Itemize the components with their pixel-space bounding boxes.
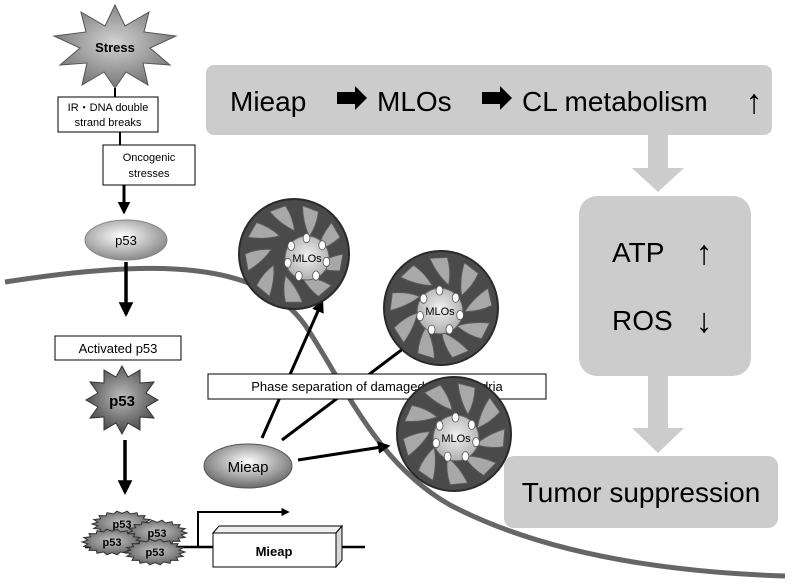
dna-break-box <box>57 96 159 133</box>
crista <box>463 287 493 313</box>
mieap-node <box>203 443 293 489</box>
activated-p53-core: p53 <box>109 393 135 410</box>
mlo-granule <box>322 256 331 267</box>
crista <box>244 248 273 272</box>
mlo-granule <box>472 437 480 448</box>
ros-label: ROS <box>612 305 673 336</box>
activated-p53-box <box>54 335 182 361</box>
pathway-up-arrow: ↑ <box>746 83 763 121</box>
mlo-granule <box>419 293 428 304</box>
crista <box>402 430 432 457</box>
ros-down-arrow: ↓ <box>696 302 713 340</box>
mlo-granule <box>461 451 470 462</box>
mitochondrion-3: MLOs <box>396 376 512 492</box>
crista <box>428 256 451 287</box>
pathway-step-mieap: Mieap <box>230 86 306 117</box>
p53-cluster: p53 p53 p53 p53 <box>80 510 189 566</box>
outcome-panel <box>504 456 778 528</box>
arrow-mieap-mito3 <box>297 441 391 462</box>
p53-label: p53 <box>115 233 137 248</box>
mlo-granule <box>467 419 476 430</box>
mlo-granule <box>432 438 440 449</box>
pathway-step-cl-metabolism: CL metabolism <box>522 86 708 117</box>
effects-panel <box>579 196 751 376</box>
crista <box>399 264 434 287</box>
mlo-granule <box>451 292 460 303</box>
crista <box>255 264 275 298</box>
mlo-granule <box>445 324 454 335</box>
crista <box>268 205 296 232</box>
dna-break-line1: IR・DNA double <box>68 102 149 114</box>
mlo-label: MLOs <box>425 306 455 318</box>
mlo-granule <box>312 270 320 281</box>
cell-membrane-curve <box>4 265 786 579</box>
mieap-gene-box: Mieap <box>211 524 344 569</box>
mieap-node-label: Mieap <box>228 459 269 476</box>
mlo-granule <box>435 420 444 431</box>
crista <box>389 292 422 312</box>
cluster-p53-2: p53 <box>125 519 189 547</box>
mlo-granule <box>443 451 452 462</box>
crista <box>247 221 281 239</box>
atp-up-arrow: ↑ <box>696 234 713 272</box>
cluster-p53-label: p53 <box>148 528 167 540</box>
oncogenic-box <box>102 144 196 186</box>
activated-p53-label: Activated p53 <box>79 341 158 356</box>
activated-p53-star: p53 <box>85 364 159 436</box>
mlo-granule <box>456 310 464 321</box>
pathway-step-mlos: MLOs <box>377 86 452 117</box>
crista <box>460 261 480 297</box>
crista <box>423 384 453 411</box>
oncogenic-line1: Oncogenic <box>123 152 176 164</box>
mlo-granule <box>451 412 460 423</box>
crista <box>283 274 304 303</box>
mlo-granule <box>416 311 424 322</box>
oncogenic-line2: stresses <box>129 168 170 180</box>
cluster-p53-3: p53 <box>80 528 144 556</box>
gray-arrow-down-2 <box>632 376 684 453</box>
crista <box>457 382 476 416</box>
mlo-label: MLOs <box>292 253 322 265</box>
arrow-mieap-mito1 <box>260 299 324 439</box>
mlo-granule <box>435 285 444 296</box>
cluster-p53-label: p53 <box>146 547 165 559</box>
cluster-p53-label: p53 <box>103 537 122 549</box>
pathway-arrow-1 <box>337 86 367 110</box>
cluster-p53-4: p53 <box>123 538 187 566</box>
p53-node <box>84 219 168 261</box>
mlo-granule <box>294 270 303 281</box>
stress-starburst: Stress <box>52 3 178 89</box>
atp-label: ATP <box>612 237 664 268</box>
outcome-label: Tumor suppression <box>522 477 761 508</box>
cluster-p53-label: p53 <box>113 519 132 531</box>
mlo-label: MLOs <box>441 433 471 445</box>
mieap-gene-label: Mieap <box>256 544 293 559</box>
stress-label: Stress <box>95 40 135 55</box>
mlo-granule <box>302 233 311 244</box>
mlo-granule <box>318 240 327 251</box>
mlo-granule <box>287 240 296 251</box>
dna-break-line2: strand breaks <box>75 117 142 129</box>
transcription-arrow <box>197 507 290 547</box>
gray-arrow-down-1 <box>632 135 684 192</box>
mitochondrion-1: MLOs <box>238 198 350 310</box>
mlo-granule <box>427 324 436 335</box>
mlo-granule <box>283 257 292 268</box>
pathway-arrow-2 <box>482 86 512 110</box>
crista <box>476 396 501 429</box>
mitochondrion-2: MLOs <box>383 250 499 366</box>
crista <box>403 404 439 422</box>
